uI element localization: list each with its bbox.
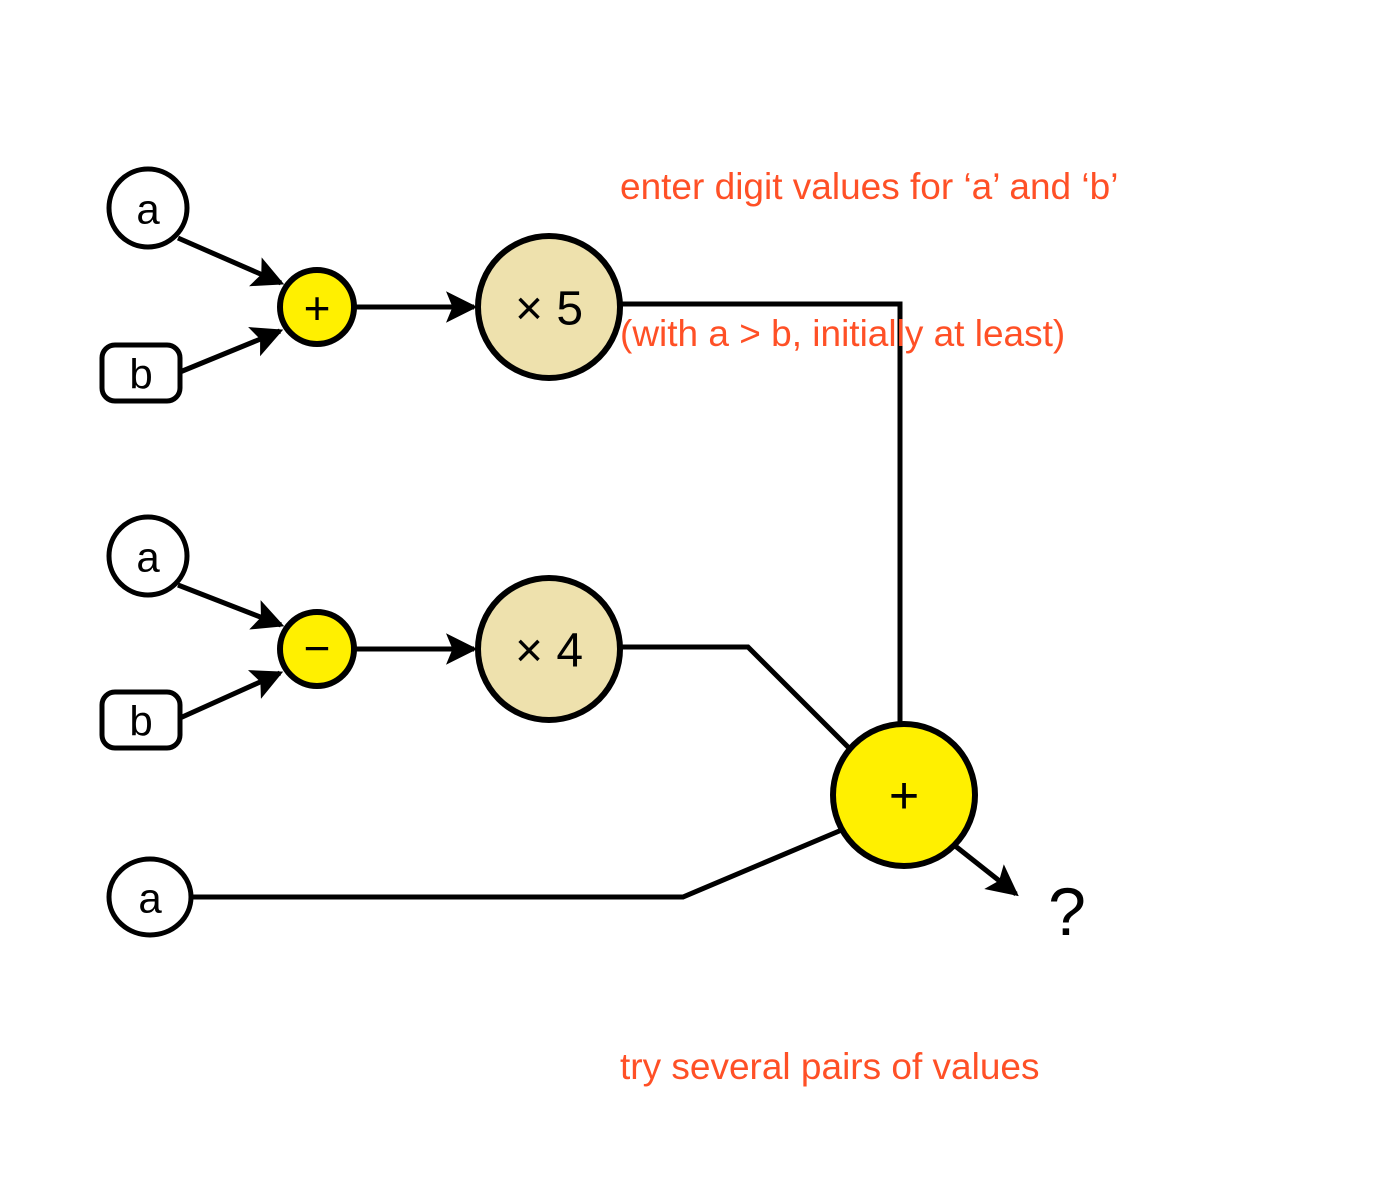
node-input-a-row3[interactable]: a <box>106 856 194 938</box>
op-plus-row1-shape[interactable] <box>277 267 357 347</box>
input-a-row3-shape[interactable] <box>106 856 194 938</box>
annotation-top-line1: enter digit values for ‘a’ and ‘b’ <box>620 166 1119 207</box>
node-input-b-row1[interactable]: b <box>99 342 183 404</box>
input-a-row3-label: a <box>138 875 162 922</box>
op-minus-row2-label: − <box>304 622 331 674</box>
edge-a3-to-sum <box>191 826 845 900</box>
mult5-label: × 5 <box>515 283 583 336</box>
input-a-row1-shape[interactable] <box>106 166 190 250</box>
op-plus-row1-label: + <box>304 282 331 334</box>
edge-a2-to-minus <box>177 582 285 630</box>
edge-a1-to-plus <box>176 235 285 287</box>
node-op-plus-row1[interactable]: + <box>277 267 357 347</box>
mult4-shape[interactable] <box>475 575 623 723</box>
node-mult4[interactable]: × 4 <box>475 575 623 723</box>
node-op-minus-row2[interactable]: − <box>277 609 357 689</box>
annotation-bottom: try several pairs of values <box>620 1046 1040 1087</box>
node-op-sum-final[interactable]: + <box>830 721 978 869</box>
op-sum-final-label: + <box>889 767 919 825</box>
node-input-a-row2[interactable]: a <box>106 514 190 598</box>
input-a-row2-shape[interactable] <box>106 514 190 598</box>
edge-mult5-to-sum <box>620 301 903 724</box>
input-b-row2-label: b <box>129 698 152 745</box>
input-a-row1-label: a <box>136 186 160 233</box>
output-result-label: ? <box>1048 874 1086 950</box>
op-minus-row2-shape[interactable] <box>277 609 357 689</box>
edge-layer <box>176 235 1019 900</box>
input-b-row2-shape[interactable] <box>99 689 183 751</box>
input-b-row1-shape[interactable] <box>99 342 183 404</box>
mult5-shape[interactable] <box>475 233 623 381</box>
input-b-row1-label: b <box>129 351 152 398</box>
node-input-b-row2[interactable]: b <box>99 689 183 751</box>
annotation-top: enter digit values for ‘a’ and ‘b’ (with… <box>620 64 1118 456</box>
node-mult5[interactable]: × 5 <box>475 233 623 381</box>
edge-sum-to-result <box>952 843 1019 897</box>
annotation-top-line2: (with a > b, initially at least) <box>620 313 1066 354</box>
edge-b2-to-minus <box>178 670 284 721</box>
edge-b1-to-plus <box>179 327 284 375</box>
input-a-row2-label: a <box>136 534 160 581</box>
op-sum-final-shape[interactable] <box>830 721 978 869</box>
node-input-a-row1[interactable]: a <box>106 166 190 250</box>
mult4-label: × 4 <box>515 625 583 678</box>
edge-mult4-to-sum <box>620 644 856 755</box>
